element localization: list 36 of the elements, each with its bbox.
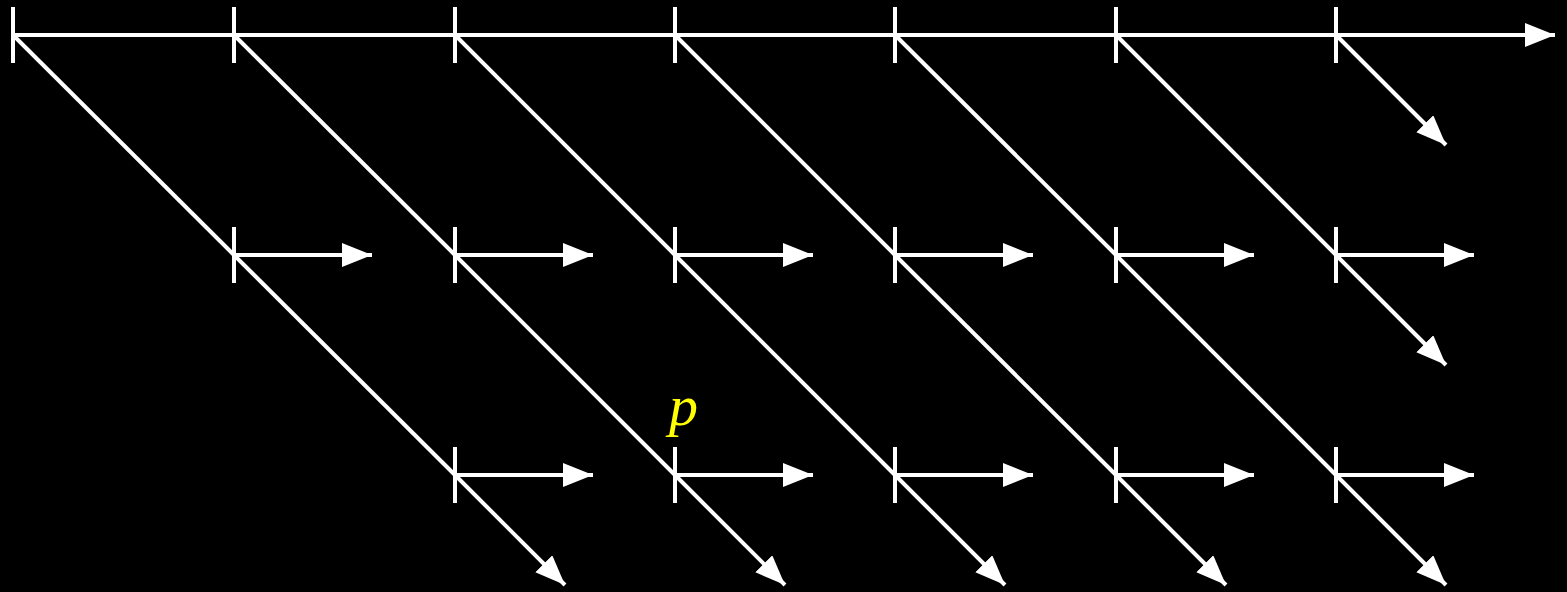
arrow xyxy=(675,243,813,267)
arrow xyxy=(1336,23,1555,47)
line xyxy=(234,33,455,37)
tick-mark xyxy=(453,227,457,283)
arrow xyxy=(455,463,593,487)
arrow xyxy=(1336,243,1474,267)
line xyxy=(13,33,234,37)
line xyxy=(455,33,675,37)
tick-mark xyxy=(232,227,236,283)
line xyxy=(1116,33,1336,37)
tick-mark xyxy=(1334,7,1338,63)
tick-mark xyxy=(1334,227,1338,283)
tick-mark xyxy=(453,447,457,503)
tick-mark xyxy=(1334,447,1338,503)
tick-mark xyxy=(11,7,15,63)
arrow xyxy=(895,463,1033,487)
tick-mark xyxy=(893,7,897,63)
tick-mark xyxy=(673,447,677,503)
line xyxy=(675,33,895,37)
tick-mark xyxy=(1114,7,1118,63)
tick-mark xyxy=(232,7,236,63)
arrow xyxy=(455,243,593,267)
arrow xyxy=(1116,463,1254,487)
arrow xyxy=(1336,463,1474,487)
arrow xyxy=(234,243,372,267)
arrow xyxy=(675,463,813,487)
tick-mark xyxy=(453,7,457,63)
tick-mark xyxy=(1114,447,1118,503)
tick-mark xyxy=(673,227,677,283)
arrow xyxy=(895,243,1033,267)
tick-mark xyxy=(673,7,677,63)
tick-mark xyxy=(1114,227,1118,283)
tick-mark xyxy=(893,447,897,503)
line xyxy=(895,33,1116,37)
tick-mark xyxy=(893,227,897,283)
arrow xyxy=(1116,243,1254,267)
